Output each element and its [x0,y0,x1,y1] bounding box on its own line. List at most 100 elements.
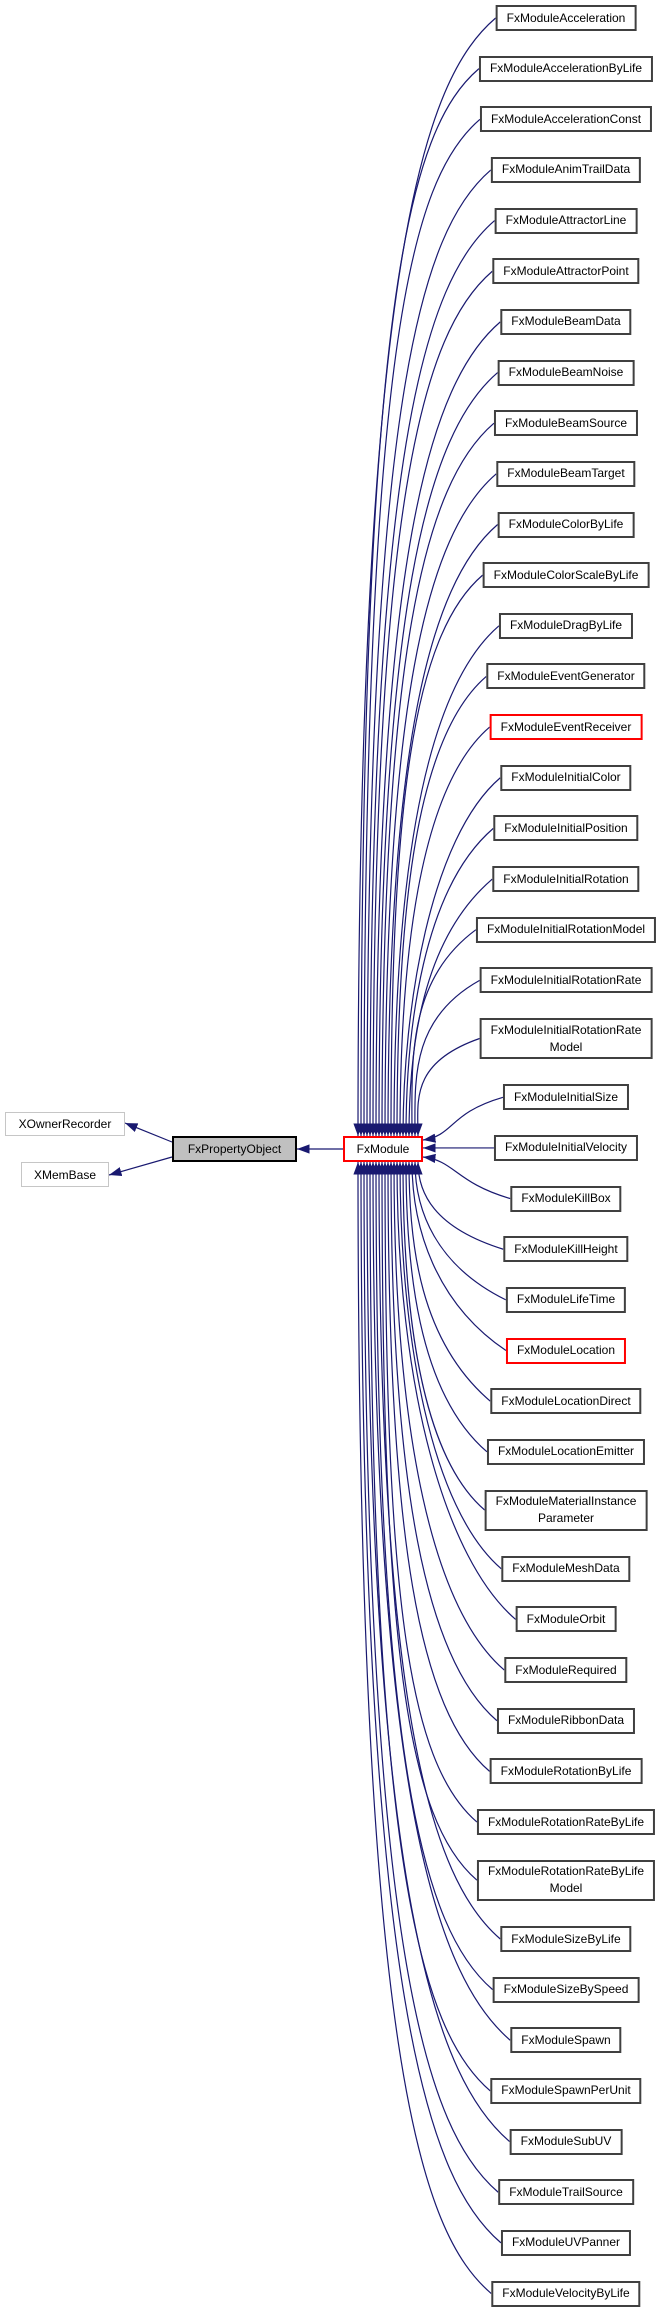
class-node-label: FxModuleRotationRateByLife [487,1864,645,1879]
inheritance-arrow [371,321,501,1137]
class-node[interactable]: FxModuleLocationEmitter [486,1438,646,1465]
class-node-label: Model [549,1039,583,1054]
inheritance-arrow [410,979,480,1137]
inheritance-arrow [392,675,487,1137]
class-node[interactable]: FxModuleLocation [505,1337,627,1364]
inheritance-arrow [365,220,496,1137]
class-node[interactable]: FxModuleBeamData [500,308,632,335]
inheritance-arrow [377,422,495,1137]
inheritance-arrow [377,1161,478,1881]
inheritance-arrow [374,372,499,1137]
class-node[interactable]: FxModuleKillHeight [503,1236,629,1263]
class-node[interactable]: FxModuleSpawnPerUnit [490,2077,642,2104]
class-node-xmembase[interactable]: XMemBase [21,1162,109,1187]
class-node-label: FxModuleAttractorPoint [503,263,629,278]
class-node[interactable]: FxModuleInitialRotationRate [479,967,653,994]
class-node[interactable]: FxModuleTrailSource [498,2179,634,2206]
class-node[interactable]: FxModuleRotationRateByLife [476,1809,656,1836]
class-node-fxpropertyobject-current: FxPropertyObject [172,1136,297,1162]
class-node[interactable]: FxModuleEventReceiver [489,714,643,741]
class-node-label: FxModuleSpawnPerUnit [501,2083,631,2098]
class-node-fxmodule[interactable]: FxModule [343,1136,423,1162]
class-node-label: FxModuleBeamTarget [507,466,625,481]
inheritance-arrow [401,827,494,1137]
class-node[interactable]: FxModuleSpawn [510,2027,622,2054]
class-node-label: FxModuleInitialPosition [504,820,628,835]
inheritance-arrow [383,524,499,1137]
class-node[interactable]: FxModuleInitialVelocity [493,1134,639,1161]
class-node-label: FxModuleLocationDirect [501,1393,631,1408]
class-node[interactable]: FxModuleAccelerationConst [479,106,653,133]
class-node-label: FxModuleLocationEmitter [497,1444,635,1459]
inheritance-arrow [124,1122,173,1143]
class-node[interactable]: FxModuleBeamTarget [496,460,636,487]
class-node-label: FxModuleEventReceiver [500,719,632,734]
class-node[interactable]: FxModuleVelocityByLife [491,2280,641,2307]
class-node-label: FxModuleAttractorLine [505,213,627,228]
class-node[interactable]: FxModuleBeamSource [493,410,639,437]
class-node[interactable]: FxModuleSubUV [509,2128,623,2155]
inheritance-arrow [368,270,493,1137]
class-node[interactable]: FxModuleLifeTime [505,1286,627,1313]
class-node-label: FxModuleVelocityByLife [502,2286,630,2301]
class-node-label: FxModuleLocation [516,1343,616,1358]
class-node-label: FxModuleAccelerationConst [490,111,642,126]
class-node[interactable]: FxModuleInitialColor [500,764,632,791]
inheritance-arrow [389,625,500,1137]
class-node[interactable]: FxModuleColorByLife [497,511,635,538]
class-node[interactable]: FxModuleRequired [504,1657,628,1684]
class-node[interactable]: FxModuleAttractorPoint [492,258,640,285]
class-node[interactable]: FxModuleMeshData [501,1555,631,1582]
class-node-label: FxModuleRibbonData [507,1713,625,1728]
inheritance-arrow [389,1161,505,1671]
class-node[interactable]: FxModuleAcceleration [495,5,637,31]
inheritance-arrow [386,574,484,1137]
class-node[interactable]: FxModuleSizeByLife [500,1926,632,1952]
class-node-label: FxModuleInitialRotationRate [490,972,642,987]
class-node-label: FxModuleMaterialInstance [495,1494,637,1508]
class-node[interactable]: FxModuleInitialRotationModel [475,916,657,943]
class-node[interactable]: FxModuleInitialPosition [493,815,639,842]
class-node[interactable]: FxModuleUVPanner [500,2229,632,2256]
class-node[interactable]: FxModuleRibbonData [496,1707,636,1734]
class-node[interactable]: FxModuleAccelerationByLife [478,55,654,82]
inheritance-arrow [422,1153,511,1200]
class-node-label: FxModuleRotationRateByLife [487,1814,645,1829]
class-node[interactable]: FxModuleColorScaleByLife [482,562,650,589]
inheritance-arrow [108,1156,173,1176]
inheritance-arrow [356,68,480,1137]
class-node[interactable]: FxModuleOrbit [515,1606,617,1633]
class-node[interactable]: FxModuleEventGenerator [486,663,646,690]
class-node[interactable]: FxModuleAttractorLine [494,207,638,234]
class-node[interactable]: FxModuleAnimTrailData [490,156,642,183]
class-node-label: FxModuleBeamNoise [508,365,624,380]
class-node[interactable]: FxModuleKillBox [510,1185,622,1212]
inheritance-arrow [374,1161,501,1940]
inheritance-arrow [395,1161,502,1570]
class-node-label: FxModuleBeamSource [504,415,628,430]
class-node-label: FxModuleInitialRotationRate [490,1022,642,1037]
class-node-label: FxModuleColorByLife [508,517,624,531]
class-node[interactable]: FxModuleInitialRotation [492,866,640,893]
inheritance-arrow [386,1161,498,1722]
class-node-label: FxModuleUVPanner [511,2235,621,2250]
class-node[interactable]: FxModuleLocationDirect [490,1388,642,1415]
inheritance-arrow [407,1161,507,1352]
class-node-label: FxModuleInitialColor [511,770,621,785]
class-node-label: FxModuleSizeByLife [511,1931,621,1946]
class-node-label: FxModuleAnimTrailData [501,162,631,177]
class-node-xownerrecorder[interactable]: XOwnerRecorder [5,1112,125,1136]
class-node[interactable]: FxModuleSizeBySpeed [492,1976,640,2003]
inheritance-arrow [359,1161,499,2193]
class-node[interactable]: FxModuleInitialSize [502,1084,630,1111]
class-node[interactable]: FxModuleBeamNoise [497,359,635,386]
class-node[interactable]: FxModuleRotationByLife [489,1758,643,1785]
class-node-label: FxModuleAccelerationByLife [489,61,643,76]
class-node[interactable]: FxModuleDragByLife [498,612,634,639]
class-node-label: FxModuleSpawn [521,2032,611,2047]
inheritance-arrow [362,169,492,1137]
